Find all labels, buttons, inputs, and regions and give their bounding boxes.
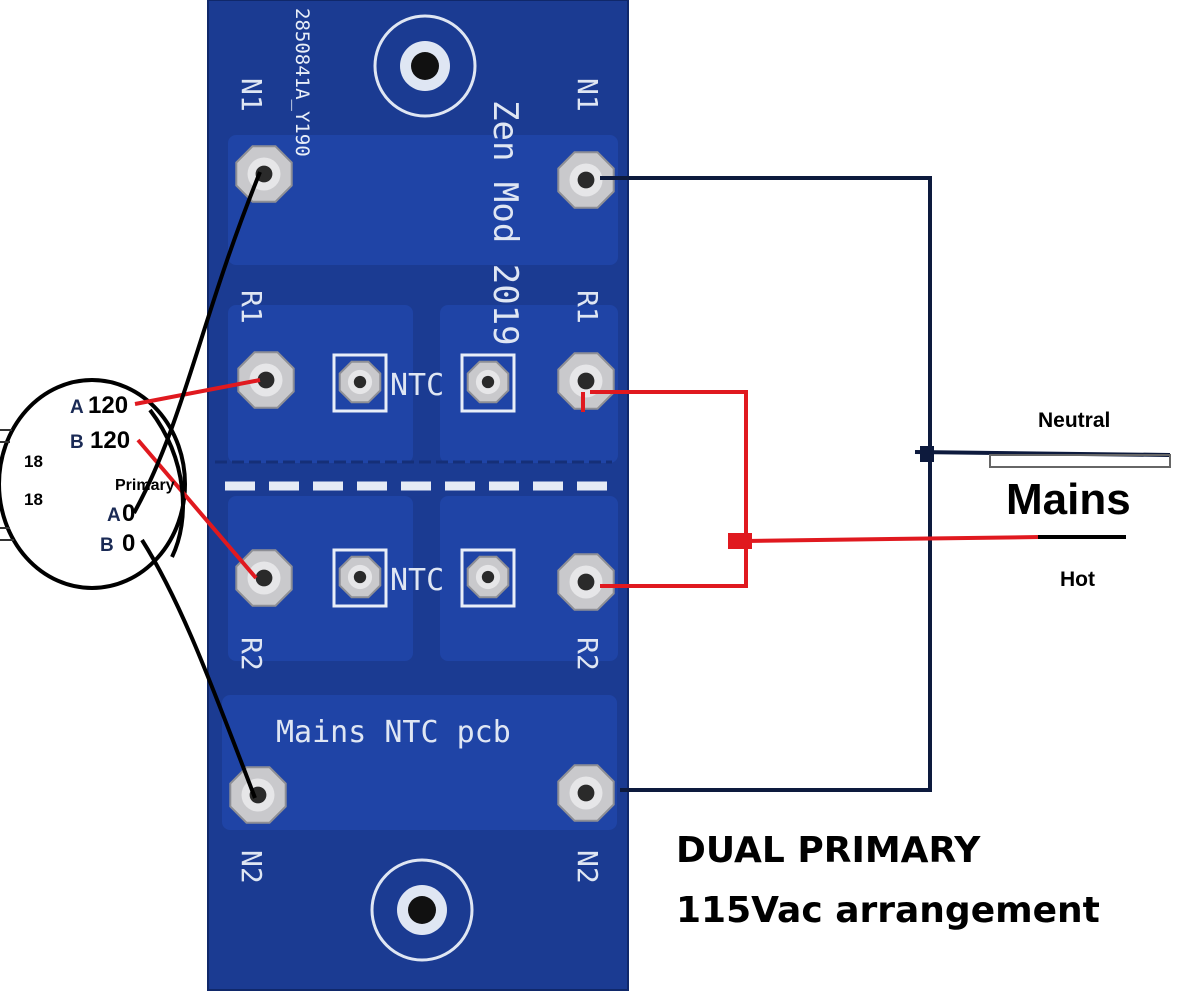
secondary-label-bottom: 18 <box>24 490 43 509</box>
pad-ntc-bottom-right <box>466 555 510 599</box>
caption-line-1: DUAL PRIMARY <box>676 830 981 871</box>
pad-label-n2-right: N2 <box>571 850 604 884</box>
hot-label: Hot <box>1060 568 1095 591</box>
tap-b0-letter: B <box>100 535 114 556</box>
board-title: Zen Mod 2019 <box>485 100 525 346</box>
pad-label-n1-right: N1 <box>571 78 604 112</box>
pad-ntc-top-left <box>338 360 382 404</box>
pad-label-r1-right: R1 <box>571 290 604 324</box>
tap-b120-value: 120 <box>90 427 130 454</box>
pad-r1-left <box>237 351 295 409</box>
neutral-junction <box>920 446 934 462</box>
pad-label-r2-left: R2 <box>235 637 268 671</box>
neutral-label: Neutral <box>1038 409 1110 432</box>
pcb-board <box>207 0 629 991</box>
pad-r2-left <box>235 549 293 607</box>
pad-r1-right <box>557 352 615 410</box>
pad-n2-right <box>557 764 615 822</box>
tap-b0-value: 0 <box>122 530 135 557</box>
transformer-symbol <box>0 378 187 590</box>
ntc-footprint-top <box>332 353 516 413</box>
pad-label-r2-right: R2 <box>571 637 604 671</box>
pad-ntc-bottom-left <box>338 555 382 599</box>
tap-b120-letter: B <box>70 432 84 453</box>
secondary-label-top: 18 <box>24 452 43 471</box>
part-number: 2850841A_Y190 <box>291 8 313 157</box>
hot-junction <box>728 533 752 549</box>
ntc-label-top: NTC <box>390 368 444 403</box>
neutral-wire-outline <box>989 454 1171 468</box>
caption-line-2: 115Vac arrangement <box>676 890 1100 931</box>
pad-n1-right <box>557 151 615 209</box>
board-name: Mains NTC pcb <box>276 715 511 750</box>
mains-title: Mains <box>1006 475 1131 524</box>
tap-a120-value: 120 <box>88 392 128 419</box>
pad-label-n2-left: N2 <box>235 850 268 884</box>
pad-ntc-top-right <box>466 360 510 404</box>
tap-a0-letter: A <box>107 505 121 526</box>
pad-n1-left <box>235 145 293 203</box>
tap-a120-letter: A <box>70 397 84 418</box>
mounting-hole-bottom <box>370 858 474 962</box>
primary-label: Primary <box>115 477 175 494</box>
ntc-label-bottom: NTC <box>390 563 444 598</box>
tap-a0-value: 0 <box>122 500 135 527</box>
ntc-footprint-bottom <box>332 548 516 608</box>
primary-black-wires <box>132 171 262 799</box>
mounting-hole-top <box>373 14 477 118</box>
pcb-pads <box>229 145 615 824</box>
pad-n2-left <box>229 766 287 824</box>
pad-label-n1-left: N1 <box>235 78 268 112</box>
hot-wiring <box>581 390 1041 588</box>
pad-r2-right <box>557 553 615 611</box>
pad-label-r1-left: R1 <box>235 290 268 324</box>
